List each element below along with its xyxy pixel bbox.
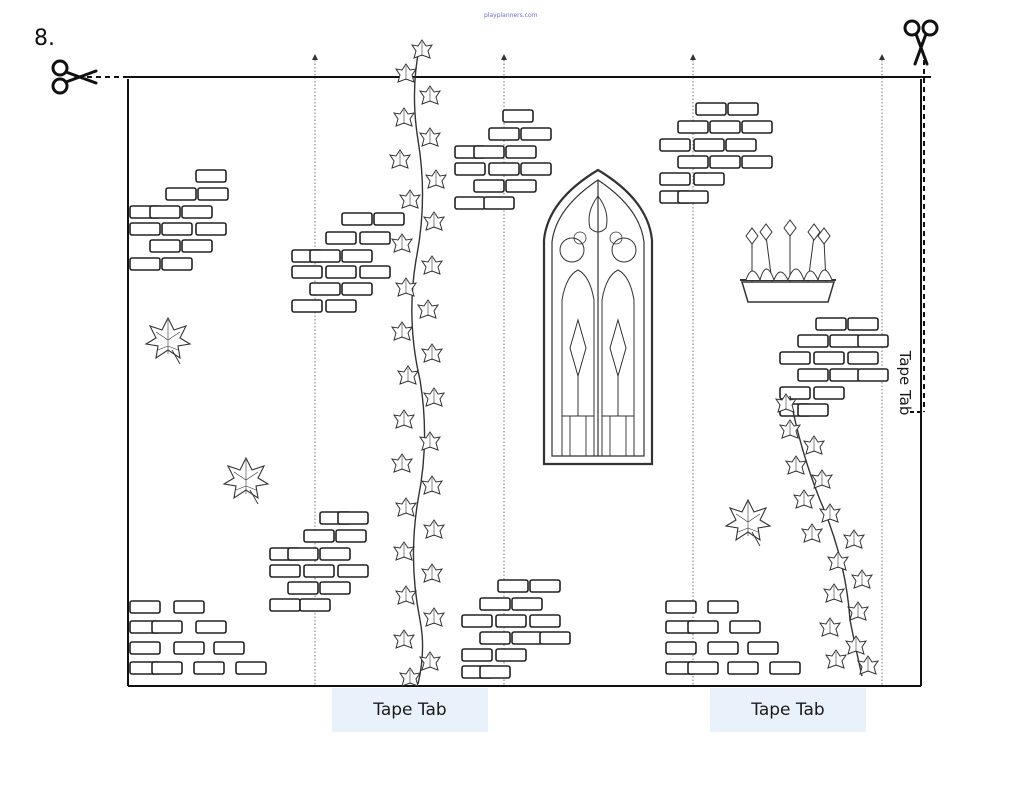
tape-tab-bottom-left: Tape Tab <box>332 688 488 732</box>
brick-cluster-icon <box>665 600 801 675</box>
brick-cluster-icon <box>129 600 267 675</box>
tape-tab-label: Tape Tab <box>373 700 447 720</box>
frame-lines <box>78 60 931 687</box>
tape-tab-bottom-right: Tape Tab <box>710 688 866 732</box>
site-logo: playplanners.com <box>484 12 538 19</box>
maple-leaf-icon <box>725 499 771 547</box>
brick-cluster-icon <box>269 511 369 612</box>
tape-tab-side: Tape Tab <box>896 350 914 416</box>
maple-leaf-icon <box>145 317 191 365</box>
maple-leaf-icon <box>223 457 269 505</box>
scissors-icon <box>903 19 939 66</box>
brick-cluster-icon <box>129 169 229 271</box>
tape-tab-label: Tape Tab <box>751 700 825 720</box>
brick-cluster-icon <box>461 579 571 679</box>
ivy-vine-icon <box>389 39 447 687</box>
brick-cluster-icon <box>659 102 773 204</box>
page-number: 8. <box>34 26 55 51</box>
brick-cluster-icon <box>779 317 889 417</box>
gothic-window-icon <box>542 168 654 466</box>
ivy-vine-icon <box>775 393 879 677</box>
brick-cluster-icon <box>291 212 405 313</box>
brick-cluster-icon <box>454 109 552 210</box>
flower-box-icon <box>740 219 836 303</box>
